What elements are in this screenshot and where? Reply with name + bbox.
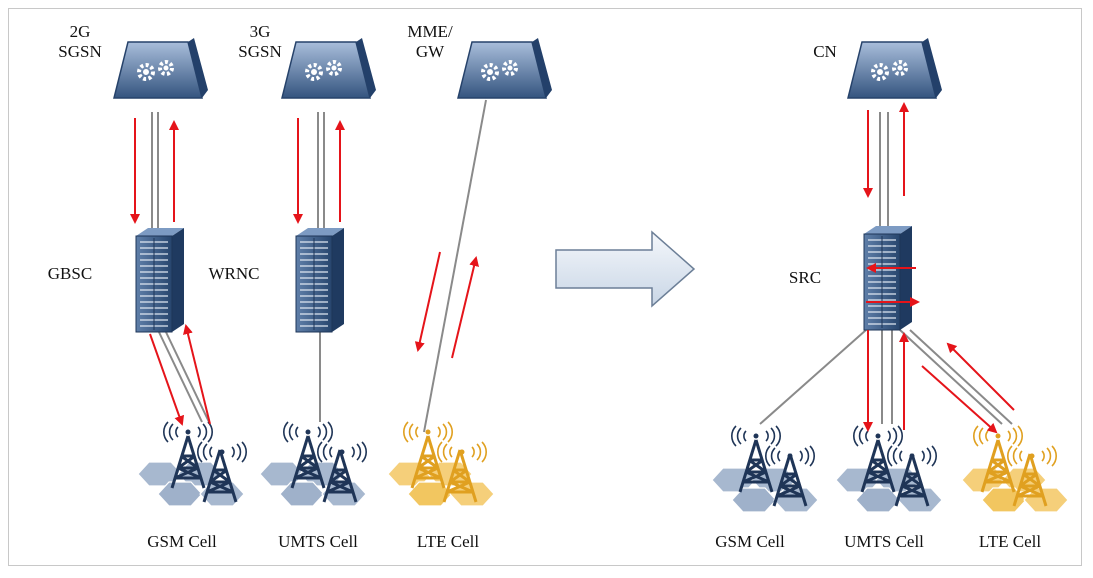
core-cn-icon (846, 36, 944, 100)
core-mme-gw-icon (456, 36, 554, 100)
core-2g-sgsn-icon (112, 36, 210, 100)
wrnc-label: WRNC (208, 264, 260, 283)
core-3g-sgsn-icon (280, 36, 378, 100)
gbsc-rack-icon (135, 227, 185, 333)
right-links (759, 112, 1013, 425)
src-label: SRC (788, 268, 822, 287)
right-gsm-cell-label: GSM Cell (715, 532, 785, 551)
lte-cell-hexes (387, 461, 495, 507)
src-rack-icon (863, 225, 913, 331)
umts-cell-label: UMTS Cell (278, 532, 358, 551)
lte-cell-label: LTE Cell (416, 532, 480, 551)
wrnc-rack-icon (295, 227, 345, 333)
right-lte-cell-label: LTE Cell (978, 532, 1042, 551)
gsm-cell-label: GSM Cell (147, 532, 217, 551)
cn-label: CN (813, 42, 837, 61)
core-mme-gw-label: MME/GW (407, 22, 453, 61)
left-signal-arrows (130, 118, 479, 426)
right-umts-cell-label: UMTS Cell (844, 532, 924, 551)
diagram-frame (8, 8, 1082, 566)
transition-arrow-icon (555, 230, 696, 308)
right-signal-arrows (863, 102, 1015, 434)
gbsc-label: GBSC (47, 264, 93, 283)
left-links (151, 99, 487, 433)
